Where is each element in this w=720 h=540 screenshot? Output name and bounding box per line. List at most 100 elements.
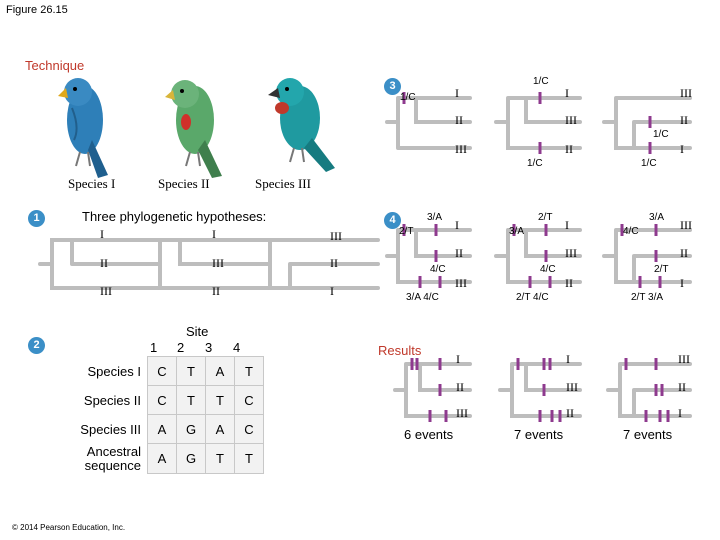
step-3-badge: 3: [384, 78, 401, 95]
s3t1-tip-1: I: [455, 86, 459, 100]
t1-tip-2: II: [100, 256, 108, 270]
base-cell: G: [176, 414, 206, 444]
t3-tip-2: II: [330, 256, 338, 270]
row-label: Species III: [80, 421, 141, 437]
r1-tip-3: III: [456, 406, 468, 420]
t2-tip-3: II: [212, 284, 220, 298]
species-2-label: Species II: [158, 176, 210, 191]
table-row: Species III A G A C: [60, 414, 264, 444]
site-number-3: 3: [205, 340, 213, 355]
base-cell: T: [234, 443, 264, 474]
r3-events: 7 events: [623, 427, 673, 442]
site-number-2: 2: [177, 340, 185, 355]
step-4-badge: 4: [384, 212, 401, 229]
t2-tip-1: I: [212, 227, 216, 241]
t1-tip-3: III: [100, 284, 112, 298]
s3t3-mid-label: 1/C: [653, 129, 669, 140]
results-tree-2: [498, 362, 582, 418]
s3t2-tip-2: III: [565, 113, 577, 127]
r1-events: 6 events: [404, 427, 454, 442]
site-number-4: 4: [233, 340, 241, 355]
copyright-notice: © 2014 Pearson Education, Inc.: [12, 523, 126, 532]
base-cell: T: [234, 356, 264, 386]
r2-tip-2: III: [566, 380, 578, 394]
base-cell: T: [205, 385, 235, 415]
s3t1-tip-2: II: [455, 113, 463, 127]
row-label: Ancestral sequence: [84, 443, 141, 473]
r2-tip-1: I: [566, 352, 570, 366]
s3t1-root-label: 1/C: [400, 92, 416, 103]
t1-tip-1: I: [100, 227, 104, 241]
s3t3-bottom-label: 1/C: [641, 158, 657, 169]
s3t2-bottom-label: 1/C: [527, 158, 543, 169]
row-label: Species I: [87, 363, 141, 379]
s4t2-tip-3: II: [565, 276, 573, 290]
s3t3-tip-2: II: [680, 113, 688, 127]
base-cell: A: [147, 414, 177, 444]
s4t3-mid-label: 2/T: [654, 264, 669, 275]
s3t2-tip-1: I: [565, 86, 569, 100]
site-heading: Site: [186, 324, 209, 339]
step-1-badge: 1: [28, 210, 45, 227]
s4t2-top-label: 2/T: [538, 212, 553, 223]
base-cell: C: [234, 414, 264, 444]
r3-tip-2: II: [678, 380, 686, 394]
s4t1-top-label: 3/A: [427, 212, 443, 223]
figure-title: Figure 26.15: [6, 4, 68, 16]
t2-tip-2: III: [212, 256, 224, 270]
s3t1-tip-3: III: [455, 142, 467, 156]
step4-tree-1: [385, 228, 472, 284]
sequence-table: Species I C T A T Species II C T T C Spe…: [60, 356, 264, 474]
r2-tip-3: II: [566, 406, 574, 420]
s4t3-tip-1: III: [680, 218, 692, 232]
s4t2-tip-1: I: [565, 218, 569, 232]
s4t3-top-label: 3/A: [649, 212, 665, 223]
species-2-bird: [165, 80, 222, 178]
s3t3-tip-1: III: [680, 86, 692, 100]
s4t2-tip-2: III: [565, 246, 577, 260]
hypothesis-tree-3: [256, 238, 380, 290]
results-heading: Results: [378, 343, 422, 358]
r2-events: 7 events: [514, 427, 564, 442]
hypothesis-tree-1: [38, 238, 162, 290]
hypotheses-title: Three phylogenetic hypotheses:: [82, 209, 267, 224]
base-cell: C: [147, 356, 177, 386]
s4t1-tip-3: III: [455, 276, 467, 290]
step-2-badge: 2: [28, 337, 45, 354]
s4t1-tip-1: I: [455, 218, 459, 232]
t3-tip-3: I: [330, 284, 334, 298]
s4t1-root-label: 2/T: [399, 226, 414, 237]
base-cell: A: [205, 356, 235, 386]
step3-mutations: [402, 92, 652, 154]
s3t2-tip-3: II: [565, 142, 573, 156]
s4t3-tip-3: I: [680, 276, 684, 290]
hypothesis-tree-2: [146, 238, 272, 290]
hypothesis-trees: [38, 238, 380, 290]
species-1-label: Species I: [68, 176, 116, 191]
s3t2-top-label: 1/C: [533, 76, 549, 87]
species-3-bird: [268, 78, 335, 172]
s4t3-bottom-label: 2/T 3/A: [631, 292, 664, 303]
species-3-label: Species III: [255, 176, 311, 191]
base-cell: T: [176, 356, 206, 386]
s4t3-root-label: 4/C: [623, 226, 639, 237]
s3t3-tip-3: I: [680, 142, 684, 156]
step4-mutations: [402, 224, 662, 288]
s4t1-tip-2: II: [455, 246, 463, 260]
r1-tip-2: II: [456, 380, 464, 394]
r1-tip-1: I: [456, 352, 460, 366]
results-mutations: [410, 358, 670, 422]
table-row: Species II C T T C: [60, 385, 264, 415]
base-cell: T: [176, 385, 206, 415]
row-label: Species II: [83, 392, 141, 408]
species-1-bird: [58, 78, 108, 178]
base-cell: C: [147, 385, 177, 415]
s4t1-mid-label: 4/C: [430, 264, 446, 275]
step3-tree-1: [385, 96, 472, 150]
s4t2-mid-label: 4/C: [540, 264, 556, 275]
t3-tip-1: III: [330, 229, 342, 243]
base-cell: G: [176, 443, 206, 474]
base-cell: A: [147, 443, 177, 474]
s4t2-root-label: 3/A: [509, 226, 525, 237]
